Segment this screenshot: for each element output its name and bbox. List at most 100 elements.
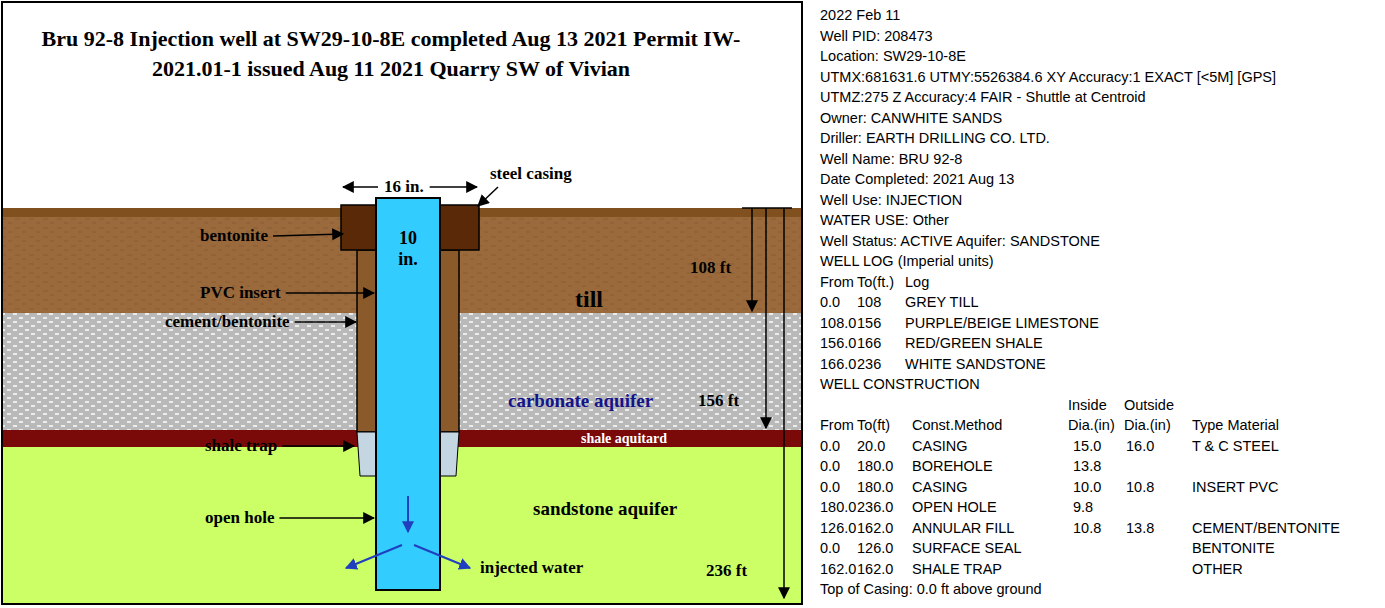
shale-trap <box>440 432 459 476</box>
log-text: 180.0 <box>820 498 856 516</box>
log-text: 126.0 <box>820 519 856 537</box>
log-text: T & C STEEL <box>1192 437 1279 455</box>
log-text: To(ft) <box>857 416 890 434</box>
layer-label: shale aquitard <box>581 430 667 447</box>
log-text: 156 <box>857 314 881 332</box>
log-text: Top of Casing: 0.0 ft above ground <box>820 580 1042 598</box>
log-text: Well Status: ACTIVE Aquifer: SANDSTONE <box>820 232 1100 250</box>
log-text: INSERT PVC <box>1192 478 1279 496</box>
layer-band: carbonate aquifer <box>3 313 801 430</box>
flow-arrow <box>407 496 409 532</box>
log-text: CASING <box>912 437 968 455</box>
log-text: From <box>820 416 854 434</box>
log-text: 10.0 <box>1073 478 1101 496</box>
log-text: 0.0 <box>820 457 840 475</box>
log-text: ANNULAR FILL <box>912 519 1014 537</box>
log-text: OPEN HOLE <box>912 498 997 516</box>
log-text: Location: SW29-10-8E <box>820 47 966 65</box>
log-text: UTMZ:275 Z Accuracy:4 FAIR - Shuttle at … <box>820 88 1146 106</box>
layer-band: sandstone aquifer <box>3 447 801 604</box>
log-text: 108 <box>857 293 881 311</box>
log-text: 236 <box>857 355 881 373</box>
annotation: bentonite <box>200 226 268 246</box>
flow-arrow <box>414 545 470 568</box>
log-text: Date Completed: 2021 Aug 13 <box>820 170 1014 188</box>
log-text: From <box>820 273 854 291</box>
log-text: WELL CONSTRUCTION <box>820 375 980 393</box>
log-text: 162.0 <box>857 519 893 537</box>
leader-line <box>286 292 374 294</box>
log-text: 15.0 <box>1073 437 1101 455</box>
log-text: PURPLE/BEIGE LIMESTONE <box>905 314 1099 332</box>
log-text: GREY TILL <box>905 293 979 311</box>
annotation: 236 ft <box>706 561 747 581</box>
log-text: 0.0 <box>820 478 840 496</box>
depth-arrow <box>765 208 767 428</box>
log-text: Driller: EARTH DRILLING CO. LTD. <box>820 129 1050 147</box>
log-text: Type Material <box>1192 416 1279 434</box>
log-text: OTHER <box>1192 560 1243 578</box>
pvc-well <box>376 198 440 590</box>
log-text: WELL LOG (Imperial units) <box>820 252 994 270</box>
log-text: BOREHOLE <box>912 457 993 475</box>
log-text: 162.0 <box>820 560 856 578</box>
log-text: 126.0 <box>857 539 893 557</box>
depth-arrow <box>783 208 785 598</box>
diagram-title: Bru 92-8 Injection well at SW29-10-8E co… <box>41 24 741 84</box>
log-text: 108.0 <box>820 314 856 332</box>
log-text: 0.0 <box>820 539 840 557</box>
dimension-arrow <box>430 186 477 188</box>
log-text: BENTONITE <box>1192 539 1275 557</box>
log-text: 20.0 <box>857 437 885 455</box>
layer-label: sandstone aquifer <box>533 498 677 520</box>
log-text: UTMX:681631.6 UTMY:5526384.6 XY Accuracy… <box>820 68 1276 86</box>
log-text: 13.8 <box>1073 457 1101 475</box>
log-text: RED/GREEN SHALE <box>905 334 1043 352</box>
shale-trap <box>357 432 376 476</box>
log-text: Inside <box>1068 396 1107 414</box>
log-text: Well Use: INJECTION <box>820 191 962 209</box>
log-text: Dia.(in) <box>1068 416 1115 434</box>
depth-arrow <box>751 208 753 311</box>
well-bore: 10 in. <box>376 210 440 590</box>
log-text: Outside <box>1124 396 1174 414</box>
log-text: 10.8 <box>1126 478 1154 496</box>
log-text: Dia.(in) <box>1124 416 1171 434</box>
annotation: injected water <box>480 558 583 578</box>
dimension-arrow <box>343 186 378 188</box>
annotation: 16 in. <box>384 177 424 197</box>
annotation: cement/bentonite <box>165 312 290 332</box>
layer-label: 10 in. <box>388 228 428 270</box>
log-text: 156.0 <box>820 334 856 352</box>
annotation: shale trap <box>205 436 277 456</box>
log-text: SURFACE SEAL <box>912 539 1022 557</box>
log-text: Well Name: BRU 92-8 <box>820 150 962 168</box>
log-text: 166 <box>857 334 881 352</box>
log-text: Well PID: 208473 <box>820 27 933 45</box>
log-text: 16.0 <box>1126 437 1154 455</box>
log-text: Owner: CANWHITE SANDS <box>820 109 1002 127</box>
flow-arrow <box>346 545 402 568</box>
leader-line <box>478 187 498 206</box>
leader-line <box>295 321 356 323</box>
layer-label: till <box>575 286 603 313</box>
log-text: WATER USE: Other <box>820 211 949 229</box>
leader-line <box>279 517 374 519</box>
leader-line <box>282 445 354 447</box>
log-text: 180.0 <box>857 478 893 496</box>
log-text: Log <box>905 273 929 291</box>
annotation: PVC insert <box>200 283 281 303</box>
annotation: steel casing <box>490 164 572 184</box>
log-text: 0.0 <box>820 293 840 311</box>
log-text: 9.8 <box>1073 498 1093 516</box>
log-text: 236.0 <box>857 498 893 516</box>
log-text: WHITE SANDSTONE <box>905 355 1046 373</box>
log-text: 162.0 <box>857 560 893 578</box>
log-text: 10.8 <box>1073 519 1101 537</box>
leader-line <box>273 234 343 236</box>
layer-band: shale aquitard <box>3 430 801 447</box>
log-text: CASING <box>912 478 968 496</box>
layer-label: carbonate aquifer <box>508 390 653 412</box>
annotation: 108 ft <box>690 258 731 278</box>
log-text: 166.0 <box>820 355 856 373</box>
